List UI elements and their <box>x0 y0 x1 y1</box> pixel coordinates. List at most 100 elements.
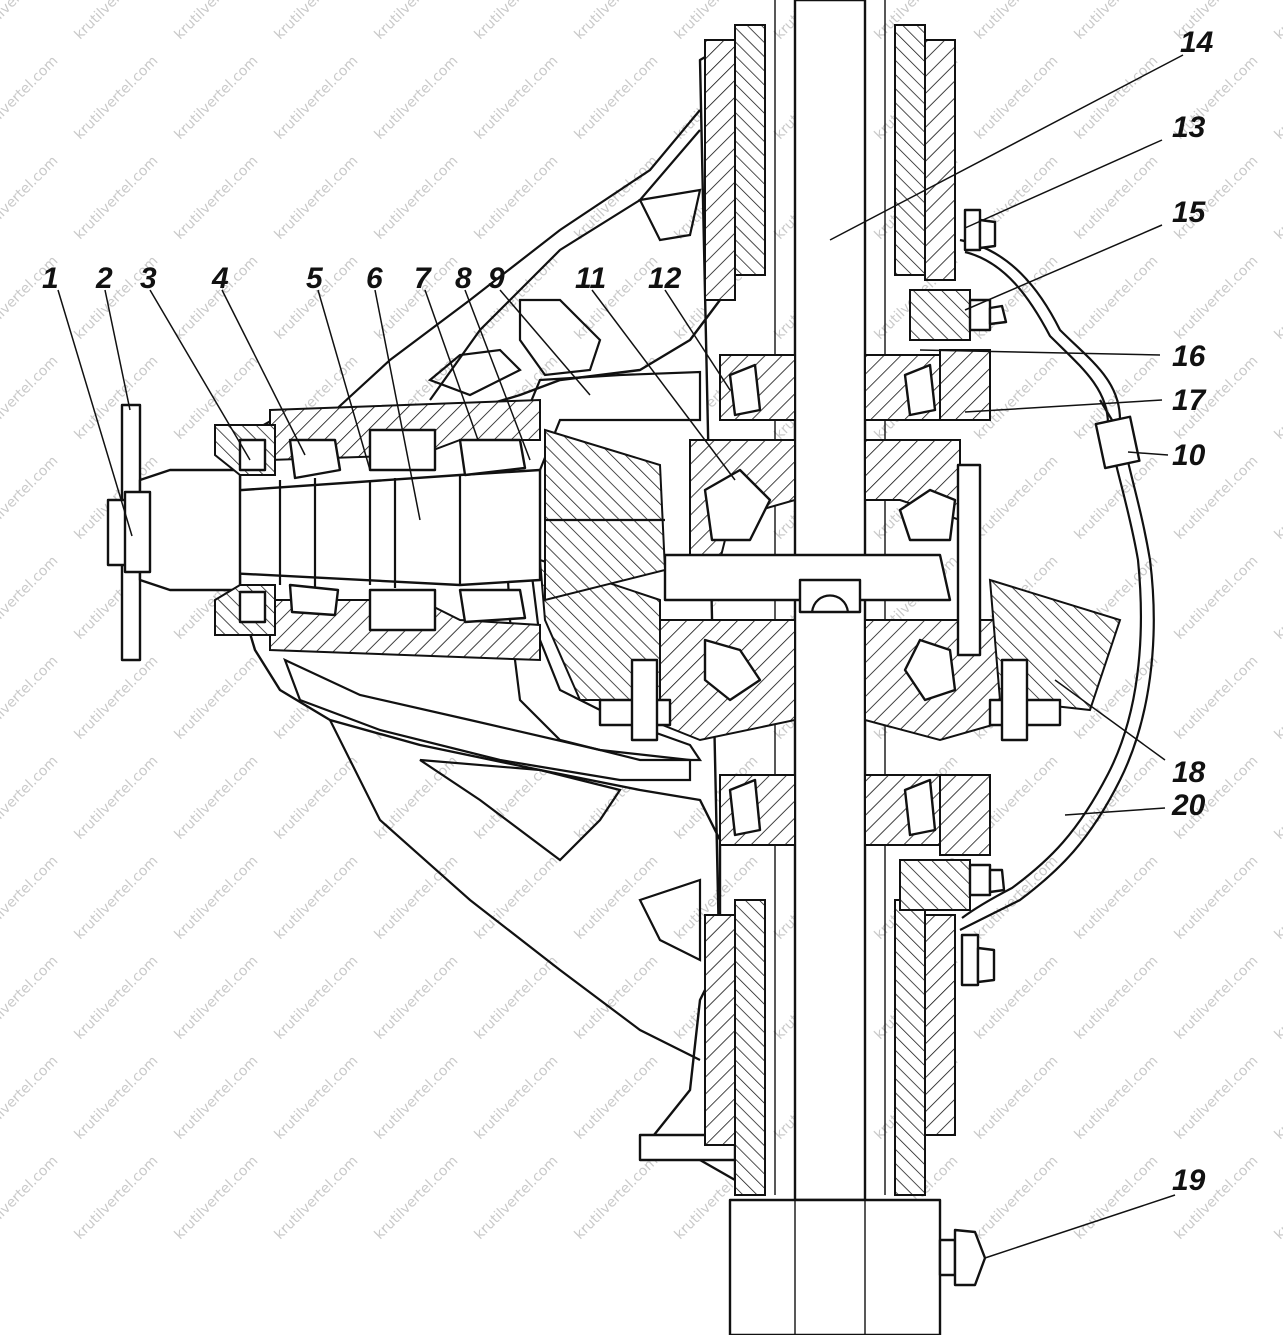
watermark-text: krutilvertel.com <box>272 953 362 1043</box>
callout-3: 3 <box>140 262 157 295</box>
watermark-text: krutilvertel.com <box>372 853 462 943</box>
watermark-text: krutilvertel.com <box>0 953 61 1043</box>
callout-15: 15 <box>1172 196 1207 229</box>
callout-7: 7 <box>414 262 432 295</box>
watermark-text: krutilvertel.com <box>1272 853 1283 943</box>
callout-2: 2 <box>95 262 113 295</box>
watermark-text: krutilvertel.com <box>472 0 562 43</box>
watermark-text: krutilvertel.com <box>1172 953 1262 1043</box>
watermark-text: krutilvertel.com <box>272 1053 362 1143</box>
watermark-text: krutilvertel.com <box>1272 453 1283 543</box>
watermark-text: krutilvertel.com <box>1272 353 1283 443</box>
watermark-text: krutilvertel.com <box>1272 253 1283 343</box>
watermark-text: krutilvertel.com <box>0 0 61 43</box>
watermark-text: krutilvertel.com <box>1272 653 1283 743</box>
differential-case <box>648 439 1012 742</box>
callout-18: 18 <box>1172 756 1206 789</box>
watermark-text: krutilvertel.com <box>0 353 61 443</box>
watermark-text: krutilvertel.com <box>472 953 562 1043</box>
watermark-text: krutilvertel.com <box>572 1153 662 1243</box>
watermark-text: krutilvertel.com <box>972 453 1062 543</box>
callout-20: 20 <box>1171 789 1206 822</box>
watermark-text: krutilvertel.com <box>972 53 1062 143</box>
watermark-text: krutilvertel.com <box>472 1053 562 1143</box>
watermark-text: krutilvertel.com <box>572 953 662 1043</box>
housing-cover <box>959 238 1155 931</box>
watermark-text: krutilvertel.com <box>0 1153 61 1243</box>
callout-17: 17 <box>1172 384 1207 417</box>
watermark-text: krutilvertel.com <box>272 853 362 943</box>
watermark-text: krutilvertel.com <box>372 1053 462 1143</box>
watermark-text: krutilvertel.com <box>972 1053 1062 1143</box>
watermark-text: krutilvertel.com <box>72 853 162 943</box>
watermark-text: krutilvertel.com <box>372 153 462 243</box>
watermark-text: krutilvertel.com <box>72 753 162 843</box>
watermark-text: krutilvertel.com <box>0 153 61 243</box>
watermark-text: krutilvertel.com <box>1272 553 1283 643</box>
watermark-text: krutilvertel.com <box>272 0 362 43</box>
watermark-text: krutilvertel.com <box>72 953 162 1043</box>
watermark-text: krutilvertel.com <box>272 753 362 843</box>
watermark-text: krutilvertel.com <box>72 53 162 143</box>
watermark-text: krutilvertel.com <box>372 53 462 143</box>
watermark-text: krutilvertel.com <box>1172 1053 1262 1143</box>
watermark-text: krutilvertel.com <box>1172 653 1262 743</box>
watermark-text: krutilvertel.com <box>1072 753 1162 843</box>
watermark-text: krutilvertel.com <box>272 53 362 143</box>
lower-bearing-group <box>719 774 1006 987</box>
callout-8: 8 <box>455 262 472 295</box>
watermark-text: krutilvertel.com <box>172 653 262 743</box>
watermark-text: krutilvertel.com <box>172 953 262 1043</box>
callout-1: 1 <box>42 262 59 295</box>
watermark-text: krutilvertel.com <box>1272 1153 1283 1243</box>
watermark-text: krutilvertel.com <box>0 553 61 643</box>
watermark-text: krutilvertel.com <box>1072 153 1162 243</box>
callout-16: 16 <box>1172 340 1206 373</box>
watermark-text: krutilvertel.com <box>172 0 262 43</box>
watermark-text: krutilvertel.com <box>72 1153 162 1243</box>
watermark-text: krutilvertel.com <box>172 1153 262 1243</box>
watermark-text: krutilvertel.com <box>72 353 162 443</box>
leader-lines <box>57 54 1184 1259</box>
pinion-bearing-cage <box>269 398 541 662</box>
watermark-text: krutilvertel.com <box>1072 1053 1162 1143</box>
watermark-text: krutilvertel.com <box>0 853 61 943</box>
callout-4: 4 <box>211 262 229 295</box>
callout-labels: 1 2 3 4 5 6 7 8 9 10 11 12 13 14 15 16 1… <box>42 26 1214 1197</box>
watermark-text: krutilvertel.com <box>572 1053 662 1143</box>
watermark-text: krutilvertel.com <box>472 253 562 343</box>
watermark-text: krutilvertel.com <box>172 753 262 843</box>
watermark-text: krutilvertel.com <box>372 0 462 43</box>
watermark-text: krutilvertel.com <box>0 753 61 843</box>
watermark-text: krutilvertel.com <box>472 853 562 943</box>
callout-11: 11 <box>575 262 606 295</box>
watermark-text: krutilvertel.com <box>72 1053 162 1143</box>
watermark-text: krutilvertel.com <box>572 53 662 143</box>
watermark-text: krutilvertel.com <box>72 653 162 743</box>
watermark-text: krutilvertel.com <box>1072 1153 1162 1243</box>
watermark-text: krutilvertel.com <box>572 0 662 43</box>
watermark-text: krutilvertel.com <box>172 853 262 943</box>
watermark-text: krutilvertel.com <box>472 53 562 143</box>
watermark-text: krutilvertel.com <box>1072 853 1162 943</box>
watermark-text: krutilvertel.com <box>1072 53 1162 143</box>
watermark-text: krutilvertel.com <box>372 953 462 1043</box>
watermark-text: krutilvertel.com <box>972 0 1062 43</box>
watermark-text: krutilvertel.com <box>72 0 162 43</box>
watermark-text: krutilvertel.com <box>72 153 162 243</box>
watermark-text: krutilvertel.com <box>0 453 61 543</box>
callout-14: 14 <box>1180 26 1214 59</box>
watermark-text: krutilvertel.com <box>1272 53 1283 143</box>
watermark-text: krutilvertel.com <box>1172 853 1262 943</box>
watermark-text: krutilvertel.com <box>1172 253 1262 343</box>
callout-13: 13 <box>1172 111 1206 144</box>
watermark-text: krutilvertel.com <box>1072 253 1162 343</box>
watermark-text: krutilvertel.com <box>172 53 262 143</box>
watermark-text: krutilvertel.com <box>372 1153 462 1243</box>
watermark-text: krutilvertel.com <box>1072 953 1162 1043</box>
watermark-text: krutilvertel.com <box>1172 553 1262 643</box>
drive-pinion <box>168 428 667 602</box>
watermark-text: krutilvertel.com <box>372 753 462 843</box>
watermark-text: krutilvertel.com <box>1272 153 1283 243</box>
